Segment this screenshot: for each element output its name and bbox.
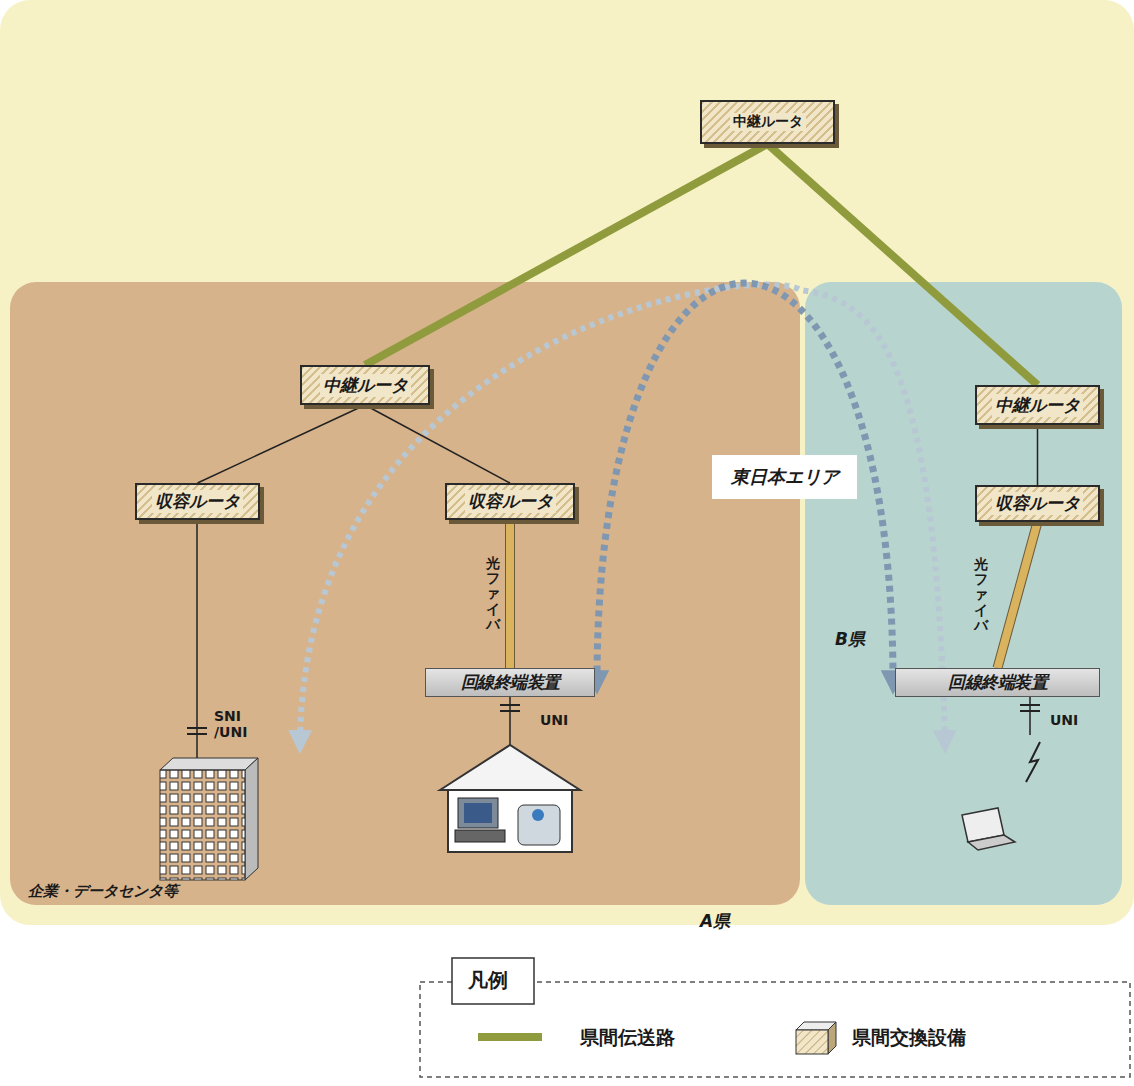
relay-router: 中継ルータ (300, 365, 430, 405)
dotted-path-light (300, 284, 945, 742)
relay-router: 中継ルータ (700, 100, 835, 144)
node-text: 中継ルータ (992, 394, 1083, 417)
line-terminal: 回線終端装置 (895, 668, 1100, 697)
background-band (0, 0, 1134, 925)
node-text: 回線終端装置 (461, 671, 560, 694)
legend-text: 県間交換設備 (852, 1025, 966, 1051)
link-line (365, 144, 768, 365)
edge-label: 光ファイバ (486, 556, 500, 633)
house-icon (440, 745, 580, 852)
annotation-label: SNI /UNI (214, 708, 254, 740)
access-router: 収容ルータ (975, 485, 1100, 522)
line-terminal: 回線終端装置 (425, 668, 595, 697)
building-icon (160, 758, 258, 880)
legend-swatch (478, 1033, 542, 1041)
link-line (198, 405, 366, 483)
legend-cube-symbol (796, 1022, 836, 1054)
access-router: 収容ルータ (445, 483, 575, 520)
annotation-label: UNI (540, 712, 568, 728)
access-router: 収容ルータ (135, 483, 260, 520)
node-text: 回線終端装置 (948, 671, 1047, 694)
legend-text: 県間伝送路 (580, 1025, 675, 1051)
dotted-connection (597, 283, 893, 682)
node-text: B県 (835, 628, 865, 651)
area-label: 東日本エリア (712, 455, 857, 499)
prefecture-region: B県 中継ルータ収容ルータ回線終端装置 (805, 282, 1122, 905)
wire (1029, 692, 1031, 735)
prefecture-region: A県中継ルータ収容ルータ収容ルータ回線終端装置 (10, 282, 800, 905)
fiber-outline (998, 522, 1038, 668)
region-b (805, 282, 1122, 905)
node-text: 東日本エリア (731, 465, 839, 489)
fiber-outline (505, 520, 515, 668)
wire (196, 520, 198, 770)
annotation-label: UNI (1050, 712, 1078, 728)
link-line (506, 520, 514, 668)
link-line (768, 144, 1038, 385)
relay-router: 中継ルータ (975, 385, 1100, 425)
node-text: 中継ルータ (320, 374, 411, 397)
node-text: 収容ルータ (152, 490, 243, 513)
node-text: 収容ルータ (465, 490, 556, 513)
link-line (998, 522, 1038, 668)
node-text: 収容ルータ (992, 492, 1083, 515)
laptop-icon (962, 808, 1015, 850)
edge-label: 光ファイバ (974, 557, 988, 634)
region-a (10, 282, 800, 905)
node-text: A県 (700, 910, 730, 933)
legend-title-box (452, 958, 534, 1004)
link-line (1037, 425, 1039, 485)
link-line (365, 405, 510, 483)
annotation-label: 企業・データセンタ等 (28, 882, 178, 901)
wireless-symbol (1026, 742, 1040, 782)
legend-title: 凡例 (468, 967, 508, 994)
node-text: 中継ルータ (730, 113, 806, 131)
connector-symbol (187, 705, 1040, 734)
